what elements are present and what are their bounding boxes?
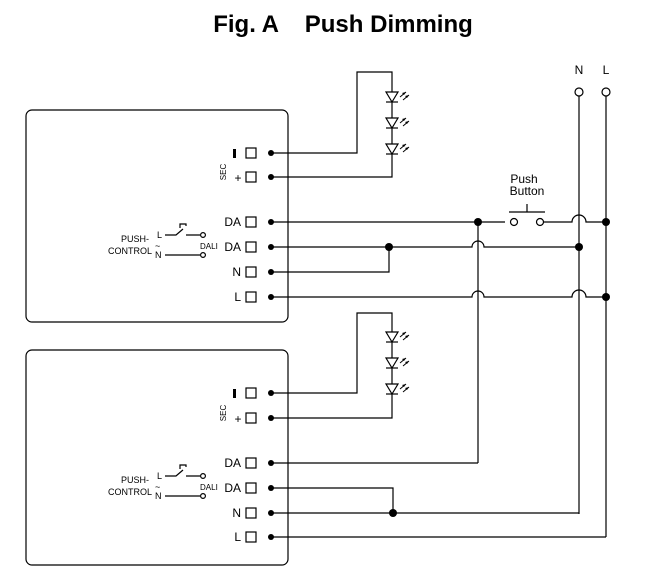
- svg-text:N: N: [232, 265, 241, 279]
- mains-l-terminal: [601, 87, 611, 97]
- svg-text:CONTROL: CONTROL: [108, 246, 152, 256]
- svg-text:+: +: [234, 412, 241, 426]
- mains-n-label: N: [575, 63, 584, 77]
- driver-1-n-wire: [271, 247, 390, 273]
- driver-1-box: [25, 109, 289, 323]
- driver-2-terminal-da1: DA: [224, 456, 274, 470]
- driver-1-l-wire: [271, 289, 610, 301]
- driver-2-terminal-l: L: [234, 530, 274, 544]
- svg-text:+: +: [234, 171, 241, 185]
- driver-2-n-wire: [271, 509, 579, 517]
- svg-text:N: N: [232, 506, 241, 520]
- svg-text:L: L: [234, 290, 241, 304]
- svg-text:N: N: [155, 250, 162, 260]
- svg-text:L: L: [157, 230, 162, 240]
- svg-text:DA: DA: [224, 481, 241, 495]
- driver-2-led-string: [271, 312, 410, 419]
- svg-text:N: N: [155, 491, 162, 501]
- svg-text:DA: DA: [224, 215, 241, 229]
- svg-text:DALI: DALI: [200, 483, 218, 492]
- svg-text:PUSH-: PUSH-: [121, 475, 149, 485]
- mains-n-terminal: [574, 87, 584, 97]
- driver-2-terminal-pos: +: [234, 412, 274, 426]
- driver-1-sec-label: SEC: [219, 164, 228, 181]
- svg-text:PUSH-: PUSH-: [121, 234, 149, 244]
- push-button: Push Button: [509, 172, 610, 227]
- driver-1-da1-wire: [271, 218, 505, 226]
- driver-2-terminal-da2: DA: [224, 481, 274, 495]
- svg-text:L: L: [157, 471, 162, 481]
- svg-text:L: L: [234, 530, 241, 544]
- svg-text:Button: Button: [510, 184, 545, 198]
- driver-1-push-control: PUSH- CONTROL L ~ N DALI: [108, 223, 218, 260]
- svg-text:Push: Push: [510, 172, 537, 186]
- driver-1-led-string: [271, 71, 410, 178]
- driver-1-terminal-da2: DA: [224, 240, 274, 254]
- driver-1-da2-wire: [271, 240, 583, 251]
- svg-text:DALI: DALI: [200, 242, 218, 251]
- svg-text:~: ~: [155, 241, 160, 251]
- figure-title: Fig. A Push Dimming: [213, 11, 473, 38]
- svg-text:~: ~: [155, 482, 160, 492]
- mains-l-label: L: [603, 63, 610, 77]
- driver-2-sec-label: SEC: [219, 405, 228, 422]
- svg-text:DA: DA: [224, 240, 241, 254]
- svg-text:CONTROL: CONTROL: [108, 487, 152, 497]
- driver-2-push-control: PUSH- CONTROL L ~ N DALI: [108, 464, 218, 501]
- driver-2-box: [25, 349, 289, 566]
- svg-text:DA: DA: [224, 456, 241, 470]
- driver-2-da2-wire: [271, 487, 394, 513]
